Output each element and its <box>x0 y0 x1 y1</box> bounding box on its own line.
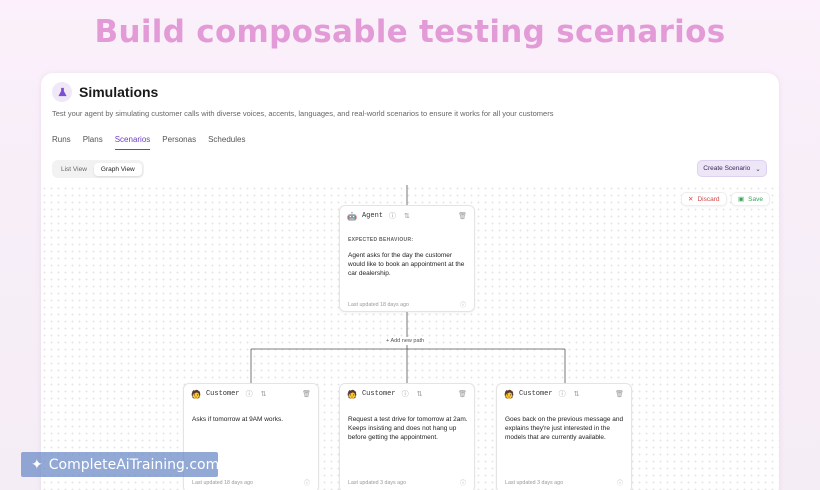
robot-icon: 🤖 <box>347 211 357 221</box>
graph-view-button[interactable]: Graph View <box>93 162 142 176</box>
watermark-text: CompleteAiTraining.com <box>48 456 220 473</box>
node-text: Goes back on the previous message and ex… <box>505 416 624 441</box>
node-type: Agent <box>361 212 383 220</box>
node-updated: Last updated 3 days ago <box>348 480 407 486</box>
tab-runs[interactable]: Runs <box>52 135 71 144</box>
discard-label: Discard <box>697 195 720 203</box>
sparkle-icon: ✦ <box>31 456 43 472</box>
swap-icon[interactable]: ⇅ <box>260 391 267 398</box>
discard-button[interactable]: ✕ Discard <box>681 192 727 206</box>
node-updated: Last updated 3 days ago <box>505 480 564 486</box>
node-text: Agent asks for the day the customer woul… <box>348 252 465 277</box>
node-type: Customer <box>205 390 240 398</box>
swap-icon[interactable]: ⇅ <box>403 213 410 220</box>
node-text: Request a test drive for tomorrow at 2am… <box>348 416 468 441</box>
info-icon[interactable]: ⓘ <box>401 391 409 398</box>
node-header: 🧑 Customer ⓘ ⇅ 🗑 <box>184 384 318 404</box>
save-icon: ▣ <box>738 196 745 203</box>
node-type: Customer <box>518 390 553 398</box>
info-icon[interactable]: ⓘ <box>616 481 623 487</box>
tab-scenarios[interactable]: Scenarios <box>114 135 151 150</box>
node-type: Customer <box>361 390 396 398</box>
customer-node[interactable]: 🧑 Customer ⓘ ⇅ 🗑 Goes back on the previo… <box>496 383 632 490</box>
trash-icon[interactable]: 🗑 <box>615 391 624 398</box>
info-icon[interactable]: ⓘ <box>303 481 310 487</box>
graph-edges <box>250 185 566 383</box>
person-icon: 🧑 <box>504 389 514 399</box>
node-text: Asks if tomorrow at 9AM works. <box>192 416 284 423</box>
panel-header: Simulations <box>52 82 158 102</box>
info-icon[interactable]: ⓘ <box>245 391 253 398</box>
tab-plans[interactable]: Plans <box>82 135 103 144</box>
watermark: ✦ CompleteAiTraining.com <box>21 452 220 477</box>
tab-schedules[interactable]: Schedules <box>208 135 246 144</box>
swap-icon[interactable]: ⇅ <box>416 391 423 398</box>
save-button[interactable]: ▣ Save <box>731 192 770 206</box>
create-scenario-button[interactable]: Create Scenario ⌄ <box>697 160 767 177</box>
info-icon[interactable]: ⓘ <box>459 303 466 309</box>
info-icon[interactable]: ⓘ <box>459 481 466 487</box>
create-scenario-label: Create Scenario <box>703 165 751 172</box>
person-icon: 🧑 <box>347 389 357 399</box>
add-path-label: Add new path <box>390 338 425 344</box>
trash-icon[interactable]: 🗑 <box>458 213 467 220</box>
node-header: 🧑 Customer ⓘ ⇅ 🗑 <box>497 384 631 404</box>
node-header: 🤖 Agent ⓘ ⇅ 🗑 <box>340 206 474 226</box>
customer-node[interactable]: 🧑 Customer ⓘ ⇅ 🗑 Request a test drive fo… <box>339 383 475 490</box>
add-path-button[interactable]: + Add new path <box>382 337 429 345</box>
chevron-down-icon: ⌄ <box>755 165 761 173</box>
plus-icon: + <box>386 338 390 344</box>
list-view-button[interactable]: List View <box>61 165 87 173</box>
info-icon[interactable]: ⓘ <box>388 213 396 220</box>
node-header: 🧑 Customer ⓘ ⇅ 🗑 <box>340 384 474 404</box>
save-label: Save <box>748 195 763 203</box>
agent-node[interactable]: 🤖 Agent ⓘ ⇅ 🗑 EXPECTED BEHAVIOUR: Agent … <box>339 205 475 312</box>
tab-personas[interactable]: Personas <box>162 135 197 144</box>
trash-icon[interactable]: 🗑 <box>458 391 467 398</box>
page-title: Simulations <box>79 84 159 100</box>
swap-icon[interactable]: ⇅ <box>573 391 580 398</box>
tab-bar: Runs Plans Scenarios Personas Schedules <box>52 135 257 150</box>
close-icon: ✕ <box>688 196 694 203</box>
hero-title: Build composable testing scenarios <box>94 14 726 50</box>
view-toggle: List View Graph View <box>52 160 144 178</box>
expected-behaviour-label: EXPECTED BEHAVIOUR: <box>348 237 414 243</box>
simulations-panel: Simulations Test your agent by simulatin… <box>41 73 779 490</box>
flask-icon <box>52 82 72 102</box>
page-subtitle: Test your agent by simulating customer c… <box>52 109 554 118</box>
node-updated: Last updated 18 days ago <box>192 480 253 486</box>
node-updated: Last updated 18 days ago <box>348 302 409 308</box>
trash-icon[interactable]: 🗑 <box>302 391 311 398</box>
info-icon[interactable]: ⓘ <box>558 391 566 398</box>
person-icon: 🧑 <box>191 389 201 399</box>
